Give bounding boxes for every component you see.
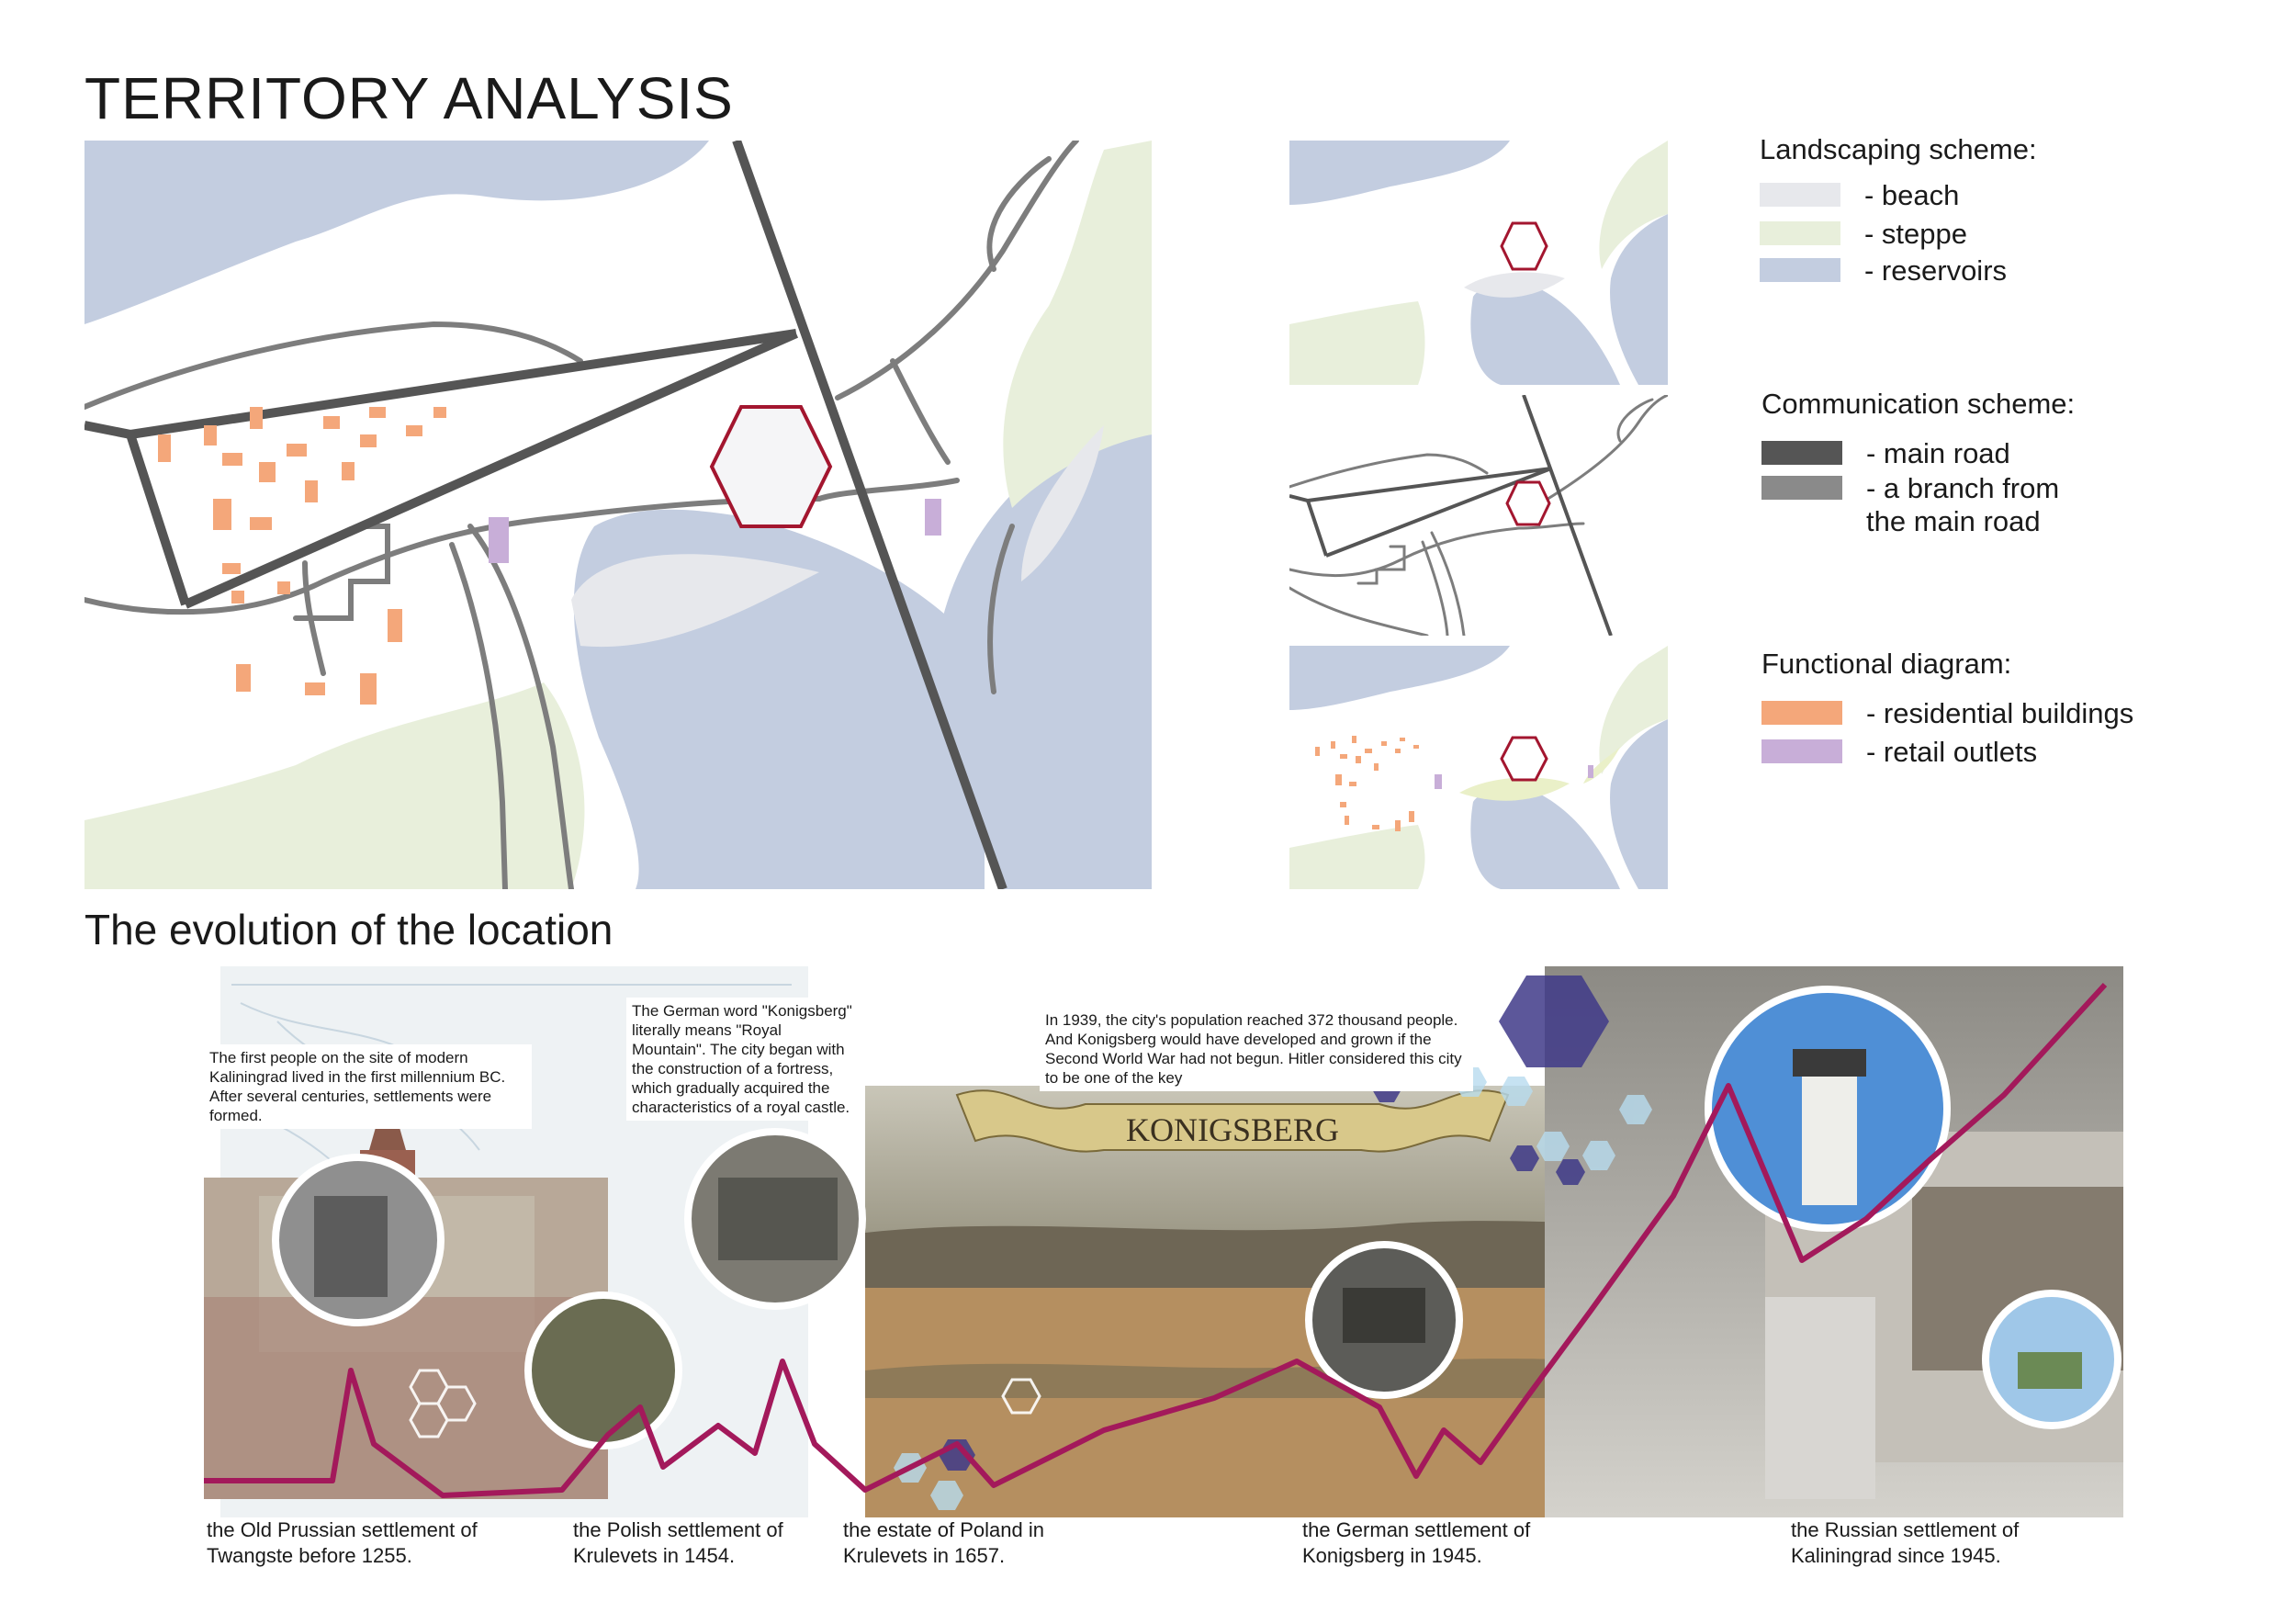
landscaping-mini-map	[1289, 141, 1668, 385]
communication-hexagon	[1505, 480, 1551, 526]
steppe-right	[1003, 141, 1152, 508]
main-road-north	[129, 329, 797, 439]
communication-mini-map	[1289, 395, 1668, 636]
main-road-diagonal	[732, 141, 1007, 889]
residential-buildings	[158, 407, 446, 705]
legend-item-residential: - residential buildings	[1761, 697, 2276, 730]
retail-outlet-1	[489, 517, 509, 563]
konigsberg-banner: KONIGSBERG	[1126, 1111, 1339, 1148]
caption-kaliningrad: the Russian settlement of Kaliningrad si…	[1791, 1518, 2020, 1567]
legend-item-branch-road: - a branch from the main road	[1761, 472, 2239, 538]
legend-item-steppe: - steppe	[1760, 218, 2237, 251]
legend-label-residential: - residential buildings	[1866, 697, 2134, 729]
timeline-line	[204, 982, 2108, 1498]
legend-item-beach: - beach	[1760, 179, 2237, 212]
legend-item-retail: - retail outlets	[1761, 736, 2276, 769]
swatch-beach	[1760, 183, 1840, 207]
legend-label-beach: - beach	[1864, 179, 1960, 211]
page-title: TERRITORY ANALYSIS	[84, 65, 734, 131]
swatch-main-road	[1761, 441, 1842, 465]
legend-label-steppe: - steppe	[1864, 218, 1968, 250]
legend-landscaping: Landscaping scheme: - beach - steppe - r…	[1760, 133, 2237, 288]
legend-functional: Functional diagram: - residential buildi…	[1761, 648, 2276, 769]
evolution-collage-svg: KONIGSBERG	[204, 966, 2123, 1517]
branch-road-8	[986, 156, 1052, 272]
swatch-residential	[1761, 701, 1842, 725]
branch-road-1	[84, 321, 583, 410]
legend-label-retail: - retail outlets	[1866, 736, 2038, 768]
legend-heading-landscaping: Landscaping scheme:	[1760, 133, 2037, 165]
legend-heading-functional: Functional diagram:	[1761, 648, 2012, 680]
branch-road-11	[302, 560, 326, 676]
swatch-retail	[1761, 739, 1842, 763]
photo-krulevets-1454-circle	[524, 1291, 682, 1449]
swatch-steppe	[1760, 221, 1840, 245]
steppe-bottom-left	[84, 682, 585, 889]
main-road-west	[84, 421, 190, 606]
branch-road-10	[293, 524, 390, 621]
swatch-branch-road	[1761, 476, 1842, 500]
branch-road-3	[467, 524, 574, 889]
main-map-svg	[84, 141, 1152, 889]
functional-hexagon	[1500, 736, 1548, 782]
note-1939-population: In 1939, the city's population reached 3…	[1040, 1007, 1473, 1091]
caption-krulevets-1454: the Polish settlement of Krulevets in 14…	[573, 1518, 783, 1567]
reservoir-right	[937, 434, 1152, 889]
branch-road-5	[816, 478, 960, 502]
branch-road-9	[987, 524, 1015, 694]
legend-label-branch-road: - a branch from the main road	[1866, 472, 2060, 537]
legend-item-main-road: - main road	[1761, 437, 2239, 470]
reservoir-top	[84, 141, 709, 324]
caption-krulevets-1657: the estate of Poland in Krulevets in 165…	[843, 1518, 1044, 1567]
beach-right	[1021, 425, 1104, 581]
legend-heading-communication: Communication scheme:	[1761, 388, 2076, 420]
note-first-people: The first people on the site of modern K…	[204, 1044, 532, 1129]
branch-road-4	[449, 542, 508, 889]
evolution-collage: KONIGSBERG	[204, 966, 2123, 1517]
caption-konigsberg-1945: the German settlement of Konigsberg in 1…	[1302, 1518, 1531, 1567]
section-title-evolution: The evolution of the location	[84, 906, 613, 953]
landscaping-mini-svg	[1289, 141, 1668, 385]
legend-item-reservoirs: - reservoirs	[1760, 254, 2237, 288]
main-territory-map	[84, 141, 1152, 889]
functional-mini-map	[1289, 646, 1668, 889]
branch-road-7	[890, 358, 951, 465]
site-hexagon	[709, 405, 833, 528]
landscaping-hexagon	[1500, 221, 1548, 271]
communication-mini-svg	[1289, 395, 1668, 636]
caption-twangste: the Old Prussian settlement of Twangste …	[207, 1518, 478, 1567]
legend-communication: Communication scheme: - main road - a br…	[1761, 388, 2239, 538]
branch-road-2	[84, 496, 822, 615]
beach-center	[571, 554, 819, 648]
swatch-reservoirs	[1760, 258, 1840, 282]
main-road-south	[183, 329, 799, 609]
legend-label-reservoirs: - reservoirs	[1864, 254, 2008, 287]
functional-mini-svg	[1289, 646, 1668, 889]
note-konigsberg-word: The German word "Konigsberg" literally m…	[626, 998, 858, 1121]
retail-outlet-2	[925, 499, 941, 536]
legend-label-main-road: - main road	[1866, 437, 2010, 469]
